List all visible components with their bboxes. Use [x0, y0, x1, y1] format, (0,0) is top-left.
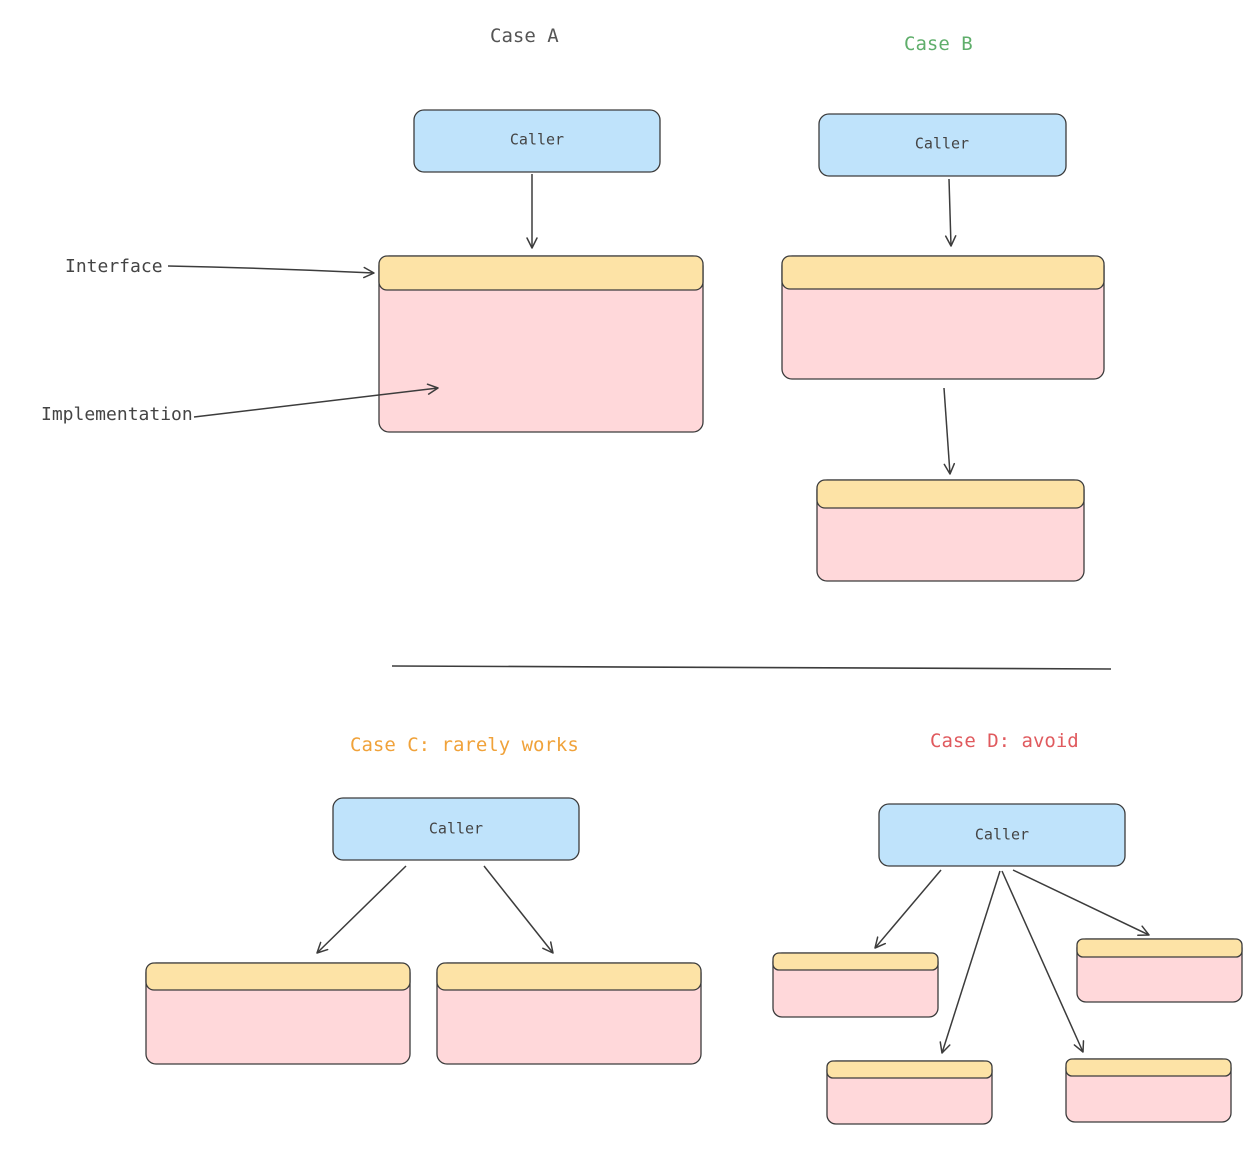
- case-d-arrow-bottom-right: [1001, 870, 1085, 1053]
- case-b-module-bottom: [816, 479, 1085, 582]
- case-a-title: Case A: [490, 25, 559, 47]
- case-c-title: Case C: rarely works: [350, 734, 579, 756]
- case-c-caller-box: [332, 797, 580, 861]
- case-b-bottom-interface-bar: [816, 479, 1085, 509]
- case-a-caller: Caller: [413, 109, 661, 173]
- case-b-title: Case B: [904, 33, 973, 55]
- case-c-module-left: [145, 962, 411, 1065]
- case-b-call-arrow: [944, 178, 957, 247]
- case-c-module-right: [436, 962, 702, 1065]
- case-d-module-bottom-right: [1065, 1058, 1232, 1123]
- case-d-top-right-interface-bar: [1076, 938, 1243, 958]
- case-b-module-top: [781, 255, 1105, 380]
- case-a-module: [378, 255, 704, 433]
- case-d-module-bottom-left: [826, 1060, 993, 1125]
- case-c-left-arrow: [316, 865, 407, 954]
- implementation-label: Implementation: [41, 404, 193, 425]
- case-d-arrow-top-right: [1012, 869, 1150, 936]
- case-d-module-top-right: [1076, 938, 1243, 1003]
- case-d-module-top-left: [772, 952, 939, 1018]
- case-d-top-left-interface-bar: [772, 952, 939, 971]
- case-b-caller-label: Caller: [915, 135, 969, 153]
- case-b-caller: Caller: [818, 113, 1067, 177]
- interface-label: Interface: [65, 256, 163, 277]
- case-b-top-interface-bar: [781, 255, 1105, 290]
- case-d-arrow-bottom-left: [939, 870, 1001, 1054]
- case-d-caller-label: Caller: [975, 826, 1029, 844]
- case-c-left-interface-bar: [145, 962, 411, 991]
- case-c-right-arrow: [483, 865, 554, 954]
- case-c-caller-label: Caller: [429, 820, 483, 838]
- case-d-bottom-left-interface-bar: [826, 1060, 993, 1079]
- case-c-caller: Caller: [332, 797, 580, 861]
- case-a-interface-bar: [378, 255, 704, 291]
- case-d-title: Case D: avoid: [930, 730, 1079, 752]
- case-d-bottom-right-interface-bar: [1065, 1058, 1232, 1077]
- case-d-arrow-top-left: [874, 869, 942, 949]
- case-c-right-interface-bar: [436, 962, 702, 991]
- interface-pointer-arrow: [167, 265, 375, 279]
- case-b-caller-box: [818, 113, 1067, 177]
- case-a-caller-label: Caller: [510, 131, 564, 149]
- implementation-pointer-arrow: [193, 383, 439, 418]
- case-d-caller-box: [878, 803, 1126, 867]
- case-a-caller-box: [413, 109, 661, 173]
- case-b-chain-arrow: [943, 387, 956, 475]
- section-divider: [391, 665, 1112, 670]
- case-d-caller: Caller: [878, 803, 1126, 867]
